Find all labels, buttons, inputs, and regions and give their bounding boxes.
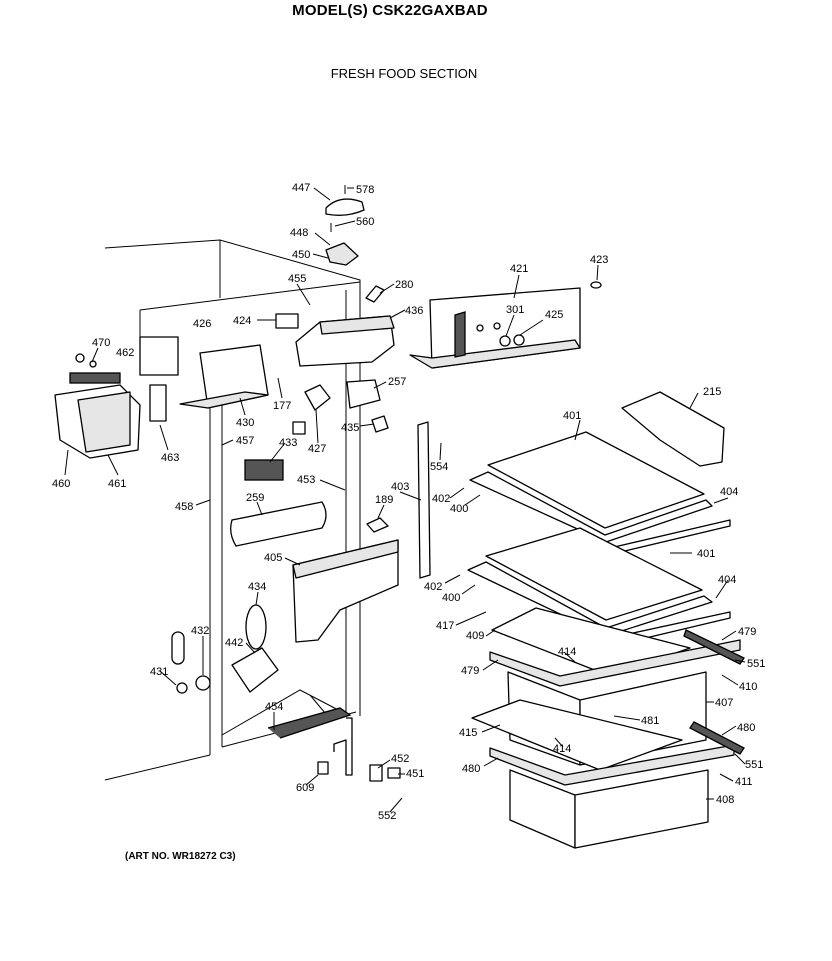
label-402-upper: 402 [432, 493, 450, 505]
glass-shelf-upper [469, 431, 731, 555]
label-431: 431 [150, 666, 168, 678]
label-402-lower: 402 [424, 581, 442, 593]
small-parts [244, 379, 389, 533]
label-408: 408 [716, 794, 734, 806]
label-470: 470 [92, 337, 110, 349]
label-407: 407 [715, 697, 733, 709]
diagram-title: MODEL(S) CSK22GAXBAD [292, 2, 488, 19]
label-479-left: 479 [461, 665, 479, 677]
label-452: 452 [391, 753, 409, 765]
label-430: 430 [236, 417, 254, 429]
label-453: 453 [297, 474, 315, 486]
art-number: (ART NO. WR18272 C3) [125, 851, 236, 862]
label-425: 425 [545, 309, 563, 321]
label-410: 410 [739, 681, 757, 693]
top-hinge-assembly [325, 185, 385, 303]
label-432: 432 [191, 625, 209, 637]
label-463: 463 [161, 452, 179, 464]
label-189: 189 [375, 494, 393, 506]
part-number-labels: 447 578 560 448 450 455 280 421 423 424 … [52, 182, 765, 822]
label-457: 457 [236, 435, 254, 447]
cabinet-liner [104, 239, 361, 781]
label-461: 461 [108, 478, 126, 490]
label-447: 447 [292, 182, 310, 194]
label-436: 436 [405, 305, 423, 317]
label-435: 435 [341, 422, 359, 434]
label-427: 427 [308, 443, 326, 455]
label-460: 460 [52, 478, 70, 490]
shelf-ladder [417, 421, 431, 579]
light-assembly [75, 313, 299, 422]
label-414-upper: 414 [558, 646, 576, 658]
leader-lines [64, 187, 746, 813]
label-433: 433 [279, 437, 297, 449]
control-panel [409, 281, 602, 369]
label-450: 450 [292, 249, 310, 261]
door-channel-parts [171, 501, 401, 782]
label-479-right: 479 [738, 626, 756, 638]
label-259: 259 [246, 492, 264, 504]
label-405: 405 [264, 552, 282, 564]
label-404-lower: 404 [718, 574, 736, 586]
label-552: 552 [378, 810, 396, 822]
control-housing [295, 315, 395, 367]
label-414-lower: 414 [553, 743, 571, 755]
label-448: 448 [290, 227, 308, 239]
label-434: 434 [248, 581, 266, 593]
label-454: 454 [265, 701, 283, 713]
label-455: 455 [288, 273, 306, 285]
label-400-upper: 400 [450, 503, 468, 515]
section-title: FRESH FOOD SECTION [330, 66, 478, 81]
label-421: 421 [510, 263, 528, 275]
label-409: 409 [466, 630, 484, 642]
label-480-left: 480 [462, 763, 480, 775]
label-417: 417 [436, 620, 454, 632]
label-426: 426 [193, 318, 211, 330]
label-578: 578 [356, 184, 374, 196]
label-458: 458 [175, 501, 193, 513]
label-411: 411 [735, 776, 753, 788]
label-301: 301 [506, 304, 524, 316]
label-424: 424 [233, 315, 251, 327]
label-215: 215 [703, 386, 721, 398]
crisper-drawers [471, 607, 745, 849]
thermostat-box [54, 372, 141, 459]
label-480-right: 480 [737, 722, 755, 734]
label-177: 177 [273, 400, 291, 412]
label-554: 554 [430, 461, 448, 473]
label-415: 415 [459, 727, 477, 739]
label-400-lower: 400 [442, 592, 460, 604]
label-403: 403 [391, 481, 409, 493]
label-451: 451 [406, 768, 424, 780]
label-551-lower: 551 [745, 759, 763, 771]
label-609: 609 [296, 782, 314, 794]
label-551-upper: 551 [747, 658, 765, 670]
label-401-upper: 401 [563, 410, 581, 422]
label-401-lower: 401 [697, 548, 715, 560]
label-280: 280 [395, 279, 413, 291]
label-423: 423 [590, 254, 608, 266]
label-481: 481 [641, 715, 659, 727]
label-404-upper: 404 [720, 486, 738, 498]
label-560: 560 [356, 216, 374, 228]
dairy-bin [621, 391, 725, 467]
label-257: 257 [388, 376, 406, 388]
label-442: 442 [225, 637, 243, 649]
label-462: 462 [116, 347, 134, 359]
